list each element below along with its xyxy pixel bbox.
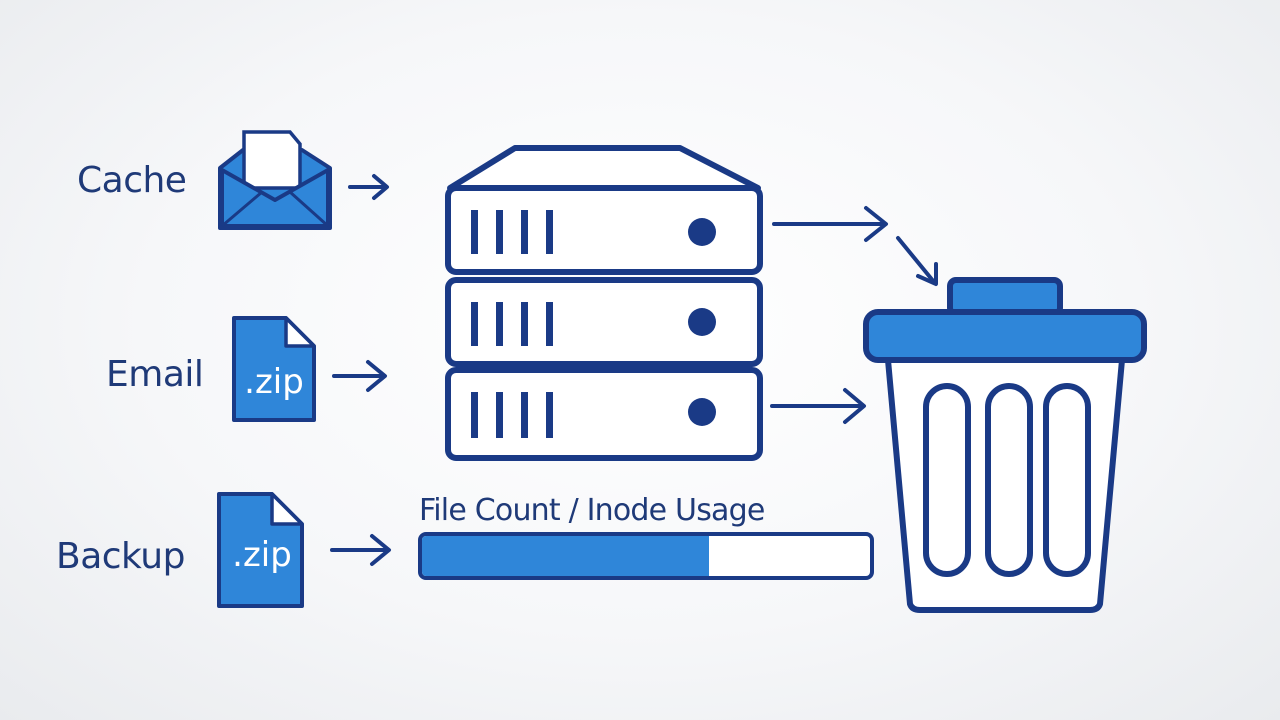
trash-bin-icon (863, 277, 1147, 613)
zip-file-icon-backup (217, 492, 304, 608)
inode-usage-progress-bar (418, 532, 874, 580)
progress-fill (422, 536, 709, 576)
zip-file-icon-email (232, 316, 316, 422)
server-unit-2 (445, 277, 763, 367)
arrow-cache-to-server (348, 174, 389, 200)
arrow-email-to-server (332, 360, 387, 392)
arrow-backup-to-progress (330, 534, 391, 566)
cache-label: Cache (77, 160, 187, 201)
server-stack-icon (445, 145, 763, 461)
email-label: Email (106, 354, 204, 395)
backup-label: Backup (56, 536, 185, 577)
backup-file-ext: .zip (232, 535, 292, 575)
progress-title: File Count / Inode Usage (419, 493, 765, 528)
email-file-ext: .zip (244, 362, 304, 402)
envelope-icon (218, 130, 332, 230)
server-unit-3 (445, 367, 763, 461)
arrow-server-to-trash-top (772, 206, 938, 286)
server-unit-1 (445, 185, 763, 275)
arrow-server-to-trash-bottom (770, 388, 866, 424)
